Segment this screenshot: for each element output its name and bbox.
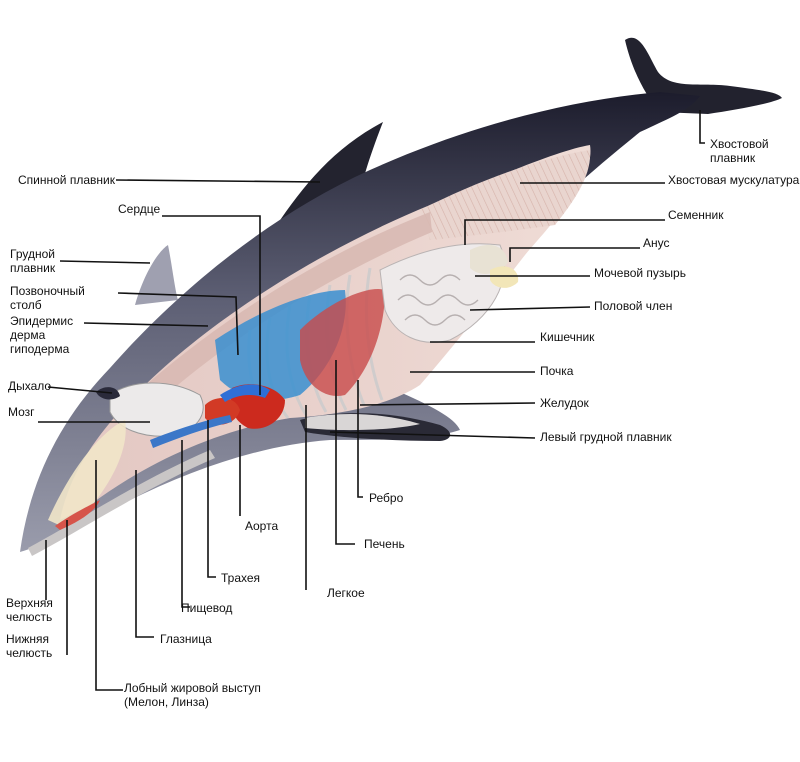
tail-muscle-band: [420, 150, 591, 240]
label-anus: Анус: [643, 236, 670, 250]
melon: [48, 420, 126, 530]
label-bladder: Мочевой пузырь: [594, 266, 686, 280]
label-upper-jaw: Верхняя челюсть: [6, 596, 53, 624]
intestine-coils: [397, 274, 479, 326]
kidney: [470, 244, 508, 274]
label-esophagus: Пищевод: [181, 601, 233, 615]
label-lower-jaw: Нижняя челюсть: [6, 632, 53, 660]
label-stomach: Желудок: [540, 396, 589, 410]
label-spine: Позвоночный столб: [10, 284, 85, 312]
pectoral-fin: [135, 245, 178, 305]
label-lung: Легкое: [327, 586, 365, 600]
label-tail-muscles: Хвостовая мускулатура: [668, 173, 800, 187]
skull: [109, 382, 204, 437]
aorta-vessel: [205, 398, 240, 425]
label-blowhole: Дыхало: [8, 379, 52, 393]
label-liver: Печень: [364, 537, 405, 551]
label-eye-socket: Глазница: [160, 632, 212, 646]
label-melon: Лобный жировой выступ (Мелон, Линза): [124, 681, 261, 709]
label-penis: Половой член: [594, 299, 673, 313]
label-left-pectoral-fin: Левый грудной плавник: [540, 430, 672, 444]
label-pectoral-fin: Грудной плавник: [10, 247, 56, 275]
liver: [300, 289, 385, 396]
label-heart: Сердце: [118, 202, 161, 216]
label-trachea: Трахея: [221, 571, 261, 585]
label-skin-layers: Эпидермис дерма гиподерма: [10, 314, 74, 356]
label-tail-fin: Хвостовой плавник: [710, 137, 769, 165]
label-brain: Мозг: [8, 405, 35, 419]
label-dorsal-fin: Спинной плавник: [18, 173, 115, 187]
bladder: [490, 266, 519, 288]
label-aorta: Аорта: [245, 519, 279, 533]
label-kidney: Почка: [540, 364, 574, 378]
label-rib: Ребро: [369, 491, 404, 505]
label-intestine: Кишечник: [540, 330, 595, 344]
label-testis: Семенник: [668, 208, 724, 222]
